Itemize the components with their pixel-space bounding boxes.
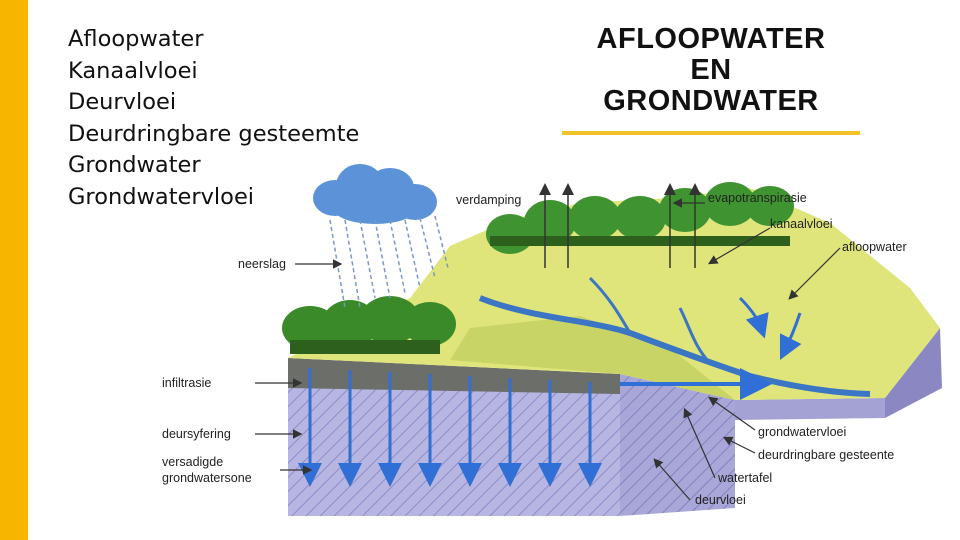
stream <box>678 307 712 365</box>
label-deurdringbare: deurdringbare gesteente <box>758 448 894 462</box>
runoff-arrow <box>779 312 802 361</box>
term-item: Afloopwater <box>68 26 204 52</box>
valley-surface <box>450 316 735 400</box>
right-step <box>735 398 885 420</box>
slide-title: AFLOOPWATER EN GRONDWATER <box>562 24 860 117</box>
rain <box>329 215 449 309</box>
label-versadigde: versadigde <box>162 455 223 469</box>
river <box>478 295 871 397</box>
label-evapotranspirasie: evapotranspirasie <box>708 191 807 205</box>
term-item: Grondwatervloei <box>68 183 255 210</box>
side-face <box>620 374 735 516</box>
label-verdamping: verdamping <box>456 193 521 207</box>
label-deurvloei: deurvloei <box>695 493 746 507</box>
term-item: Deurvloei <box>68 89 177 115</box>
label-afloopwater: afloopwater <box>842 240 907 254</box>
cloud <box>313 164 437 224</box>
right-hill-side <box>885 328 942 418</box>
evaporation-arrows <box>539 183 701 268</box>
label-kanaalvloei: kanaalvloei <box>770 217 833 231</box>
title-line: GRONDWATER <box>603 85 819 117</box>
leader-lines <box>255 198 841 501</box>
label-neerslag: neerslag <box>238 257 286 271</box>
term-item: Grondwater <box>68 152 201 178</box>
term-item: Kanaalvloei <box>68 57 198 84</box>
front-face <box>288 386 620 516</box>
term-item: Deurdringbare gesteemte <box>68 120 360 147</box>
percolation-arrows <box>298 368 772 487</box>
forest-top <box>486 182 794 254</box>
label-watertafel: watertafel <box>717 471 772 485</box>
label-infiltrasie: infiltrasie <box>162 376 211 390</box>
title-line: EN <box>690 54 732 86</box>
forest-left <box>282 296 456 354</box>
label-grondwatervloei: grondwatervloei <box>758 425 846 439</box>
accent-stripe <box>0 0 28 540</box>
term-list: Afloopwater Kanaalvloei Deurvloei Deurdr… <box>68 24 359 213</box>
stream <box>588 276 632 334</box>
title-line: AFLOOPWATER <box>596 23 826 55</box>
label-grondwatersone: grondwatersone <box>162 471 252 485</box>
soil-layer <box>288 358 620 394</box>
title-underline <box>562 131 860 135</box>
label-deursyfering: deursyfering <box>162 427 231 441</box>
water-cycle-diagram: verdamping evapotranspirasie kanaalvloei… <box>162 164 942 516</box>
runoff-arrow <box>738 296 769 339</box>
